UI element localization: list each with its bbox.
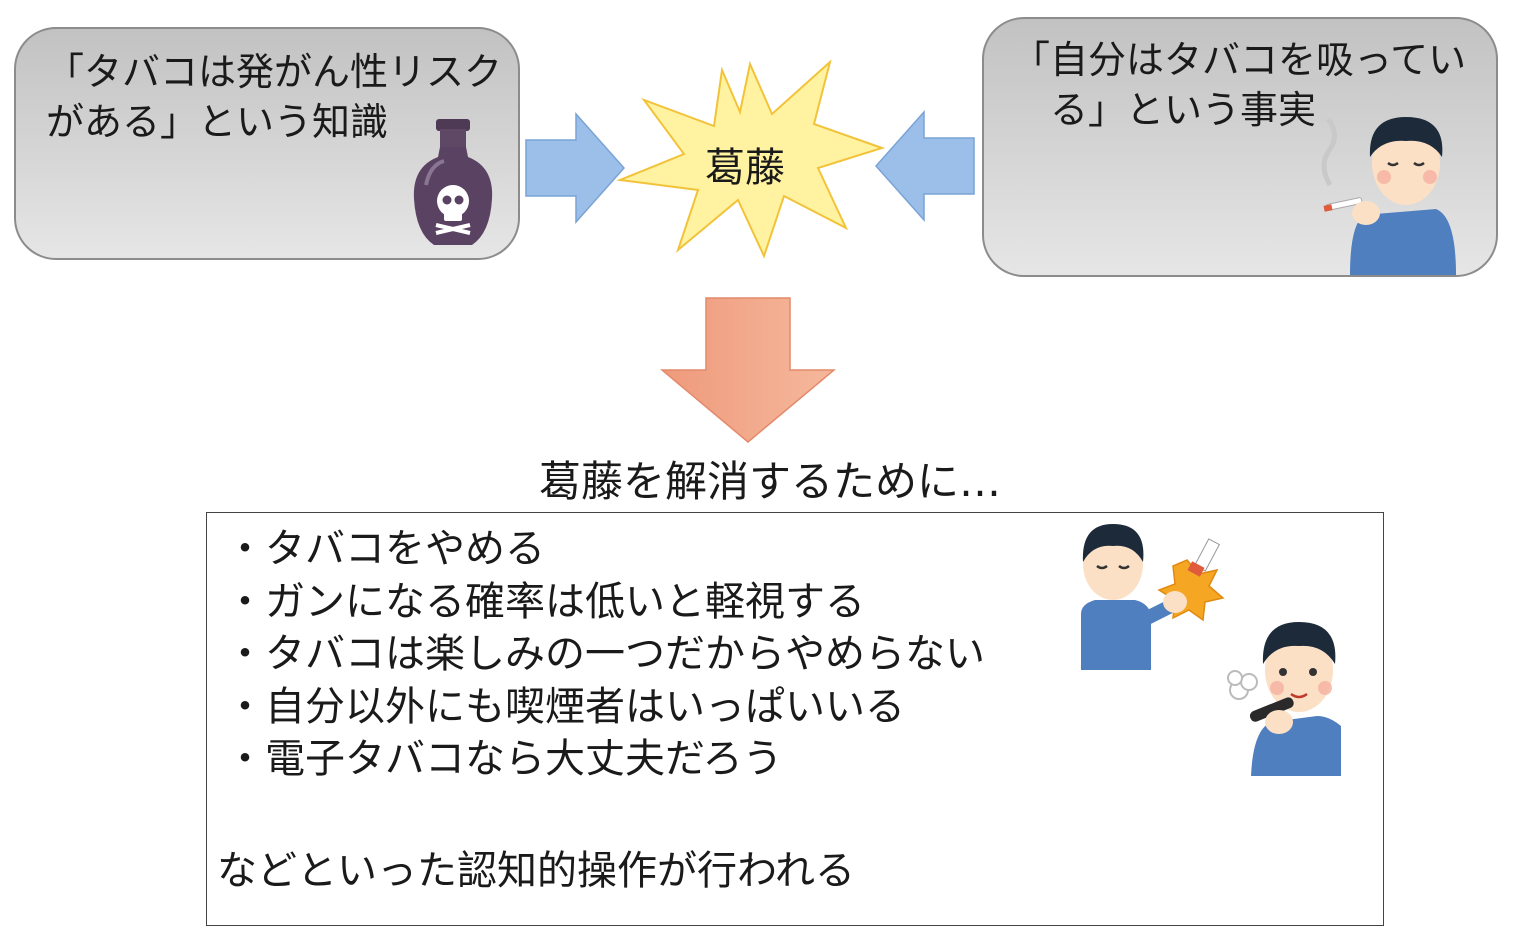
resolution-box: タバコをやめる ガンになる確率は低いと軽視する タバコは楽しみの一つだからやめら… (206, 512, 1384, 926)
knowledge-box: 「タバコは発がん性リスク がある」という知識 (14, 27, 520, 260)
breaking-cigarette-man-icon (1081, 524, 1225, 670)
arrow-right-icon (525, 112, 626, 224)
e-cigarette-man-icon (1227, 622, 1341, 776)
conflict-burst-icon (616, 60, 886, 259)
arrow-left-icon (874, 110, 975, 222)
resolution-heading: 葛藤を解消するために… (538, 457, 1001, 506)
conflict-label: 葛藤 (705, 145, 785, 191)
list-item: ガンになる確率は低いと軽視する (225, 576, 985, 629)
poison-bottle-icon (413, 119, 493, 245)
arrow-down-icon (660, 297, 836, 443)
list-item: 電子タバコなら大丈夫だろう (225, 733, 985, 786)
list-item: タバコをやめる (225, 523, 985, 576)
resolution-list: タバコをやめる ガンになる確率は低いと軽視する タバコは楽しみの一つだからやめら… (225, 523, 985, 786)
resolution-note: などといった認知的操作が行われる (217, 848, 855, 894)
list-item: タバコは楽しみの一つだからやめらない (225, 628, 985, 681)
list-item: 自分以外にも喫煙者はいっぱいいる (225, 681, 985, 734)
fact-text: 「自分はタバコを吸ってい る」という事実 (1012, 38, 1467, 132)
smoking-man-icon (1321, 117, 1456, 275)
knowledge-text: 「タバコは発がん性リスク がある」という知識 (46, 50, 503, 144)
